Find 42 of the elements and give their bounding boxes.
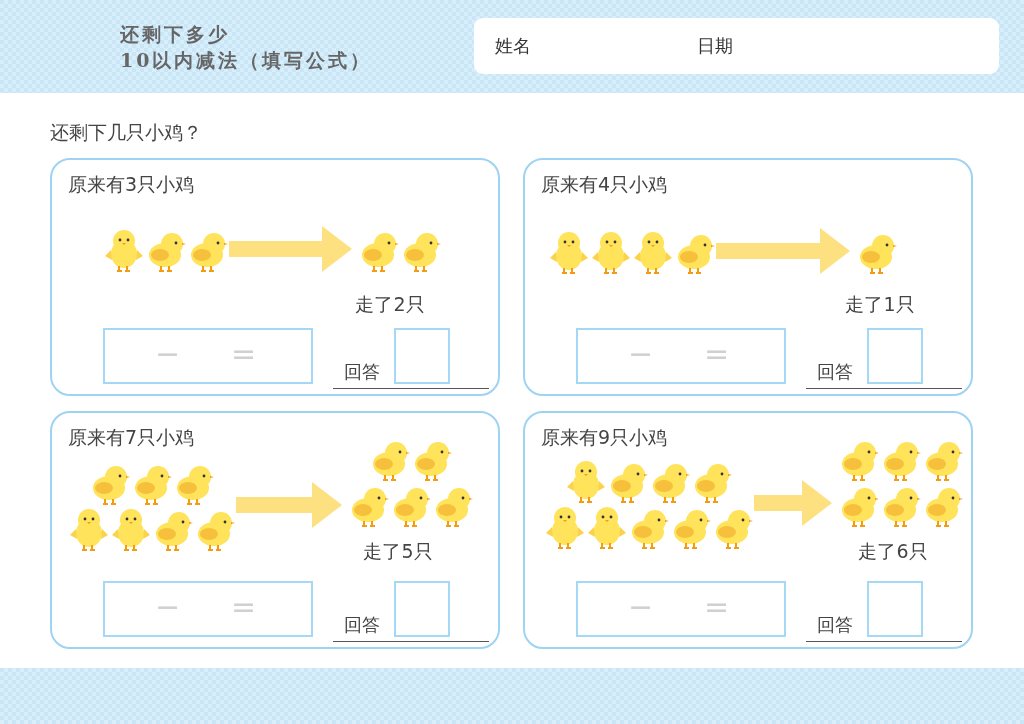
field-label: 姓名 (495, 34, 531, 58)
question-card (523, 158, 973, 396)
count-text: 走了2只 (354, 292, 426, 317)
operator-sign: − (155, 589, 181, 624)
operator-sign: − (155, 336, 181, 371)
answer-box (867, 581, 923, 637)
arrow (716, 228, 850, 274)
subtitle: 10以内减法（填写公式） (120, 48, 373, 73)
question-card (50, 411, 500, 649)
operator-sign: = (704, 589, 730, 624)
operator-sign: = (231, 589, 257, 624)
arrow (229, 226, 352, 272)
card-title: 原来有7只小鸡 (68, 425, 195, 450)
operator-sign: = (231, 336, 257, 371)
card-title: 原来有3只小鸡 (68, 172, 195, 197)
answer-box (394, 581, 450, 637)
title: 还剩下多少 (120, 22, 230, 47)
arrow (236, 482, 342, 528)
answer-label: 回答 (344, 613, 380, 637)
question-text: 还剩下几只小鸡？ (50, 120, 202, 145)
answer-label: 回答 (817, 613, 853, 637)
equation-box (576, 581, 786, 637)
question-card (523, 411, 973, 649)
answer-box (867, 328, 923, 384)
count-text: 走了6只 (857, 539, 929, 564)
answer-box (394, 328, 450, 384)
card-title: 原来有9只小鸡 (541, 425, 668, 450)
equation-box (103, 581, 313, 637)
question-card (50, 158, 500, 396)
equation-box (103, 328, 313, 384)
answer-label: 回答 (817, 360, 853, 384)
answer-label: 回答 (344, 360, 380, 384)
operator-sign: = (704, 336, 730, 371)
count-text: 走了1只 (844, 292, 916, 317)
card-title: 原来有4只小鸡 (541, 172, 668, 197)
operator-sign: − (628, 336, 654, 371)
equation-box (576, 328, 786, 384)
count-text: 走了5只 (362, 539, 434, 564)
operator-sign: − (628, 589, 654, 624)
field-label: 日期 (697, 34, 733, 58)
info-panel (474, 18, 999, 74)
arrow (754, 480, 832, 526)
